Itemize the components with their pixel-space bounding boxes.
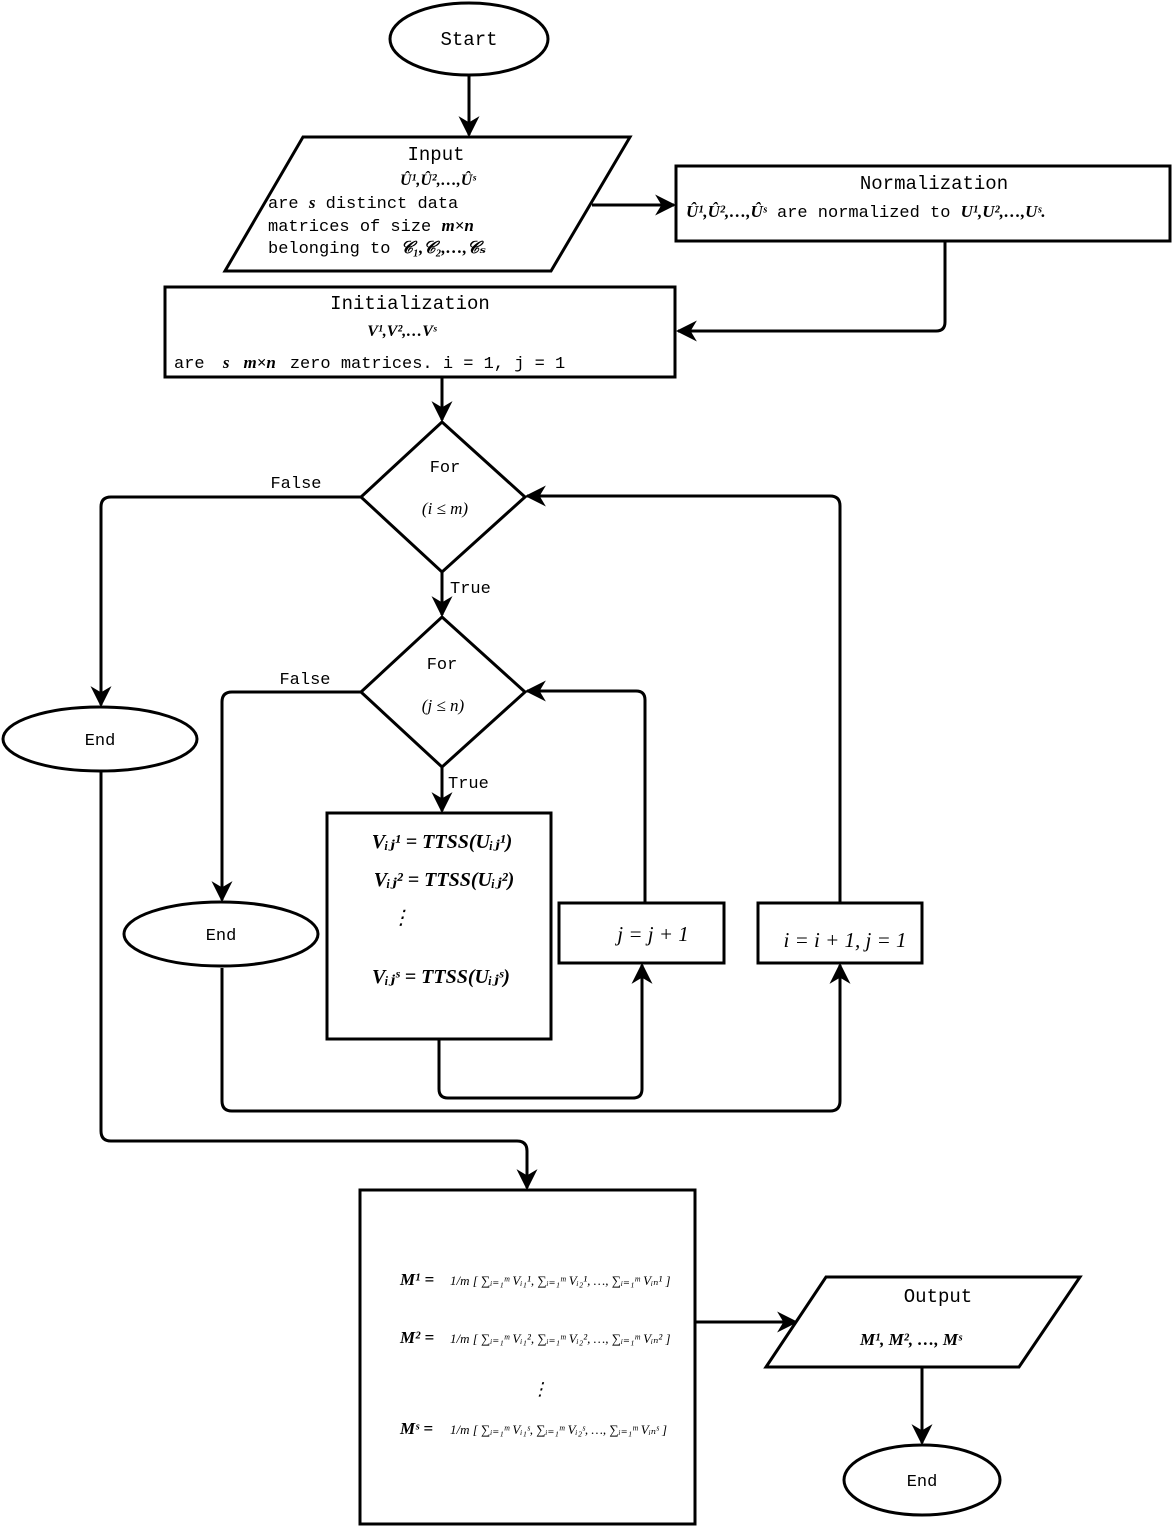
edge-loop-j-false xyxy=(211,690,361,903)
edge-end-outer-mean xyxy=(99,772,538,1191)
end-outer-label: End xyxy=(85,732,116,751)
mean-m2-lhs: M² = xyxy=(399,1328,434,1347)
process-line-3: Vᵢⱼˢ = TTSS(Uᵢⱼˢ) xyxy=(372,966,510,988)
input-line-3: belonging to 𝒞₁,𝒞₂,…,𝒞ₛ xyxy=(268,238,486,259)
loop-j-true-label: True xyxy=(448,775,489,794)
edge-increment-i-loop-i xyxy=(524,485,842,903)
normalization-node: Normalization Û¹,Û²,…,Ûˢ are normalized … xyxy=(674,164,1172,243)
input-title: Input xyxy=(407,144,464,166)
normalization-title: Normalization xyxy=(860,173,1008,195)
input-node: Input Û¹,Û²,…,Ûˢ are s distinct data mat… xyxy=(222,135,633,273)
loop-i-true-label: True xyxy=(450,580,491,599)
loop-j-false-label: False xyxy=(279,671,330,690)
end-final-node: End xyxy=(842,1443,1002,1517)
mean-m1-lhs: M¹ = xyxy=(399,1270,434,1289)
loop-i-condition: (i ≤ m) xyxy=(422,499,468,518)
edge-process-increment-j xyxy=(437,962,653,1100)
loop-j-label: For xyxy=(427,656,458,675)
process-line-1: Vᵢⱼ¹ = TTSS(Uᵢⱼ¹) xyxy=(372,831,513,853)
increment-j-label: j = j + 1 xyxy=(614,922,689,946)
initialization-formula: V¹,V²,…Vˢ xyxy=(367,323,438,340)
loop-i-label: For xyxy=(430,459,461,478)
process-node: Vᵢⱼ¹ = TTSS(Uᵢⱼ¹) Vᵢⱼ² = TTSS(Uᵢⱼ²) ⋮ Vᵢ… xyxy=(325,811,553,1041)
end-final-label: End xyxy=(907,1473,938,1492)
edge-end-inner-increment-i xyxy=(220,962,851,1113)
loop-j-decision: For (j ≤ n) xyxy=(358,614,528,770)
mean-ms-lhs: Mˢ = xyxy=(399,1419,433,1438)
edge-loop-i-false xyxy=(90,495,361,708)
mean-vdots: ⋮ xyxy=(531,1379,549,1399)
increment-j-node: j = j + 1 xyxy=(557,901,726,965)
edge-normalization-initialization xyxy=(675,241,947,342)
input-formula: Û¹,Û²,…,Ûˢ xyxy=(400,170,477,189)
end-inner-node: End xyxy=(122,900,320,968)
loop-i-false-label: False xyxy=(270,475,321,494)
increment-i-label: i = i + 1, j = 1 xyxy=(783,928,906,952)
input-line-1: are s distinct data xyxy=(268,193,458,214)
output-node: Output M¹, M², …, Mˢ xyxy=(763,1275,1083,1369)
process-line-2: Vᵢⱼ² = TTSS(Uᵢⱼ²) xyxy=(374,869,515,891)
mean-m2-rhs: 1/m [ ∑ᵢ₌₁ᵐ Vᵢ₁², ∑ᵢ₌₁ᵐ Vᵢ₂², …, ∑ᵢ₌₁ᵐ V… xyxy=(450,1331,671,1346)
increment-i-node: i = i + 1, j = 1 xyxy=(756,901,924,965)
end-outer-node: End xyxy=(1,705,199,773)
loop-i-decision: For (i ≤ m) xyxy=(358,419,528,575)
mean-ms-rhs: 1/m [ ∑ᵢ₌₁ᵐ Vᵢ₁ˢ, ∑ᵢ₌₁ᵐ Vᵢ₂ˢ, …, ∑ᵢ₌₁ᵐ V… xyxy=(450,1422,667,1437)
start-label: Start xyxy=(440,29,497,51)
loop-j-condition: (j ≤ n) xyxy=(422,696,465,715)
mean-node: M¹ = 1/m [ ∑ᵢ₌₁ᵐ Vᵢ₁¹, ∑ᵢ₌₁ᵐ Vᵢ₂¹, …, ∑ᵢ… xyxy=(358,1188,697,1526)
output-formula: M¹, M², …, Mˢ xyxy=(859,1330,963,1349)
process-vdots: ⋮ xyxy=(391,907,411,929)
start-node: Start xyxy=(388,1,550,77)
mean-m1-rhs: 1/m [ ∑ᵢ₌₁ᵐ Vᵢ₁¹, ∑ᵢ₌₁ᵐ Vᵢ₂¹, …, ∑ᵢ₌₁ᵐ V… xyxy=(450,1273,671,1288)
edge-increment-j-loop-j xyxy=(524,680,647,903)
input-line-2: matrices of size m×n xyxy=(268,216,474,237)
connectors xyxy=(90,75,947,1446)
output-title: Output xyxy=(904,1286,972,1308)
normalization-text: Û¹,Û²,…,Ûˢ are normalized to U¹,U²,…,Uˢ. xyxy=(686,202,1046,223)
initialization-title: Initialization xyxy=(330,293,490,315)
end-inner-label: End xyxy=(206,927,237,946)
